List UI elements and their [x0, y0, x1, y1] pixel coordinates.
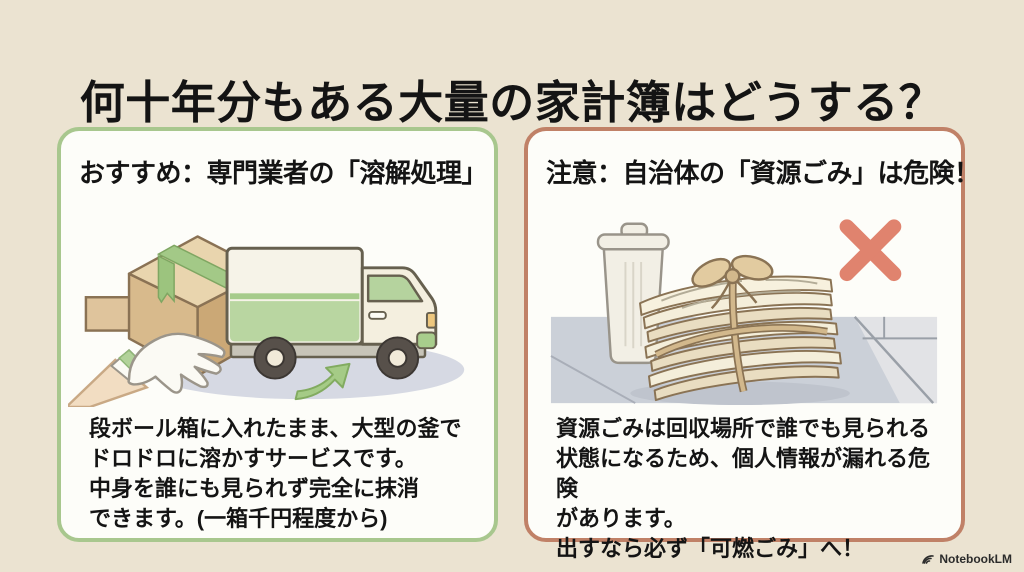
warning-illustration — [528, 211, 961, 407]
brand-label: NotebookLM — [939, 552, 1012, 566]
notebooklm-logo-icon — [922, 555, 935, 564]
page-title: 何十年分もある大量の家計簿はどうする？ — [79, 77, 945, 129]
arrow-icon — [294, 362, 351, 401]
paper-bundle-illustration — [549, 219, 937, 406]
body-line: 状態になるため、個人情報が漏れる危険 — [556, 446, 931, 501]
body-line: 資源ごみは回収場所で誰でも見られる — [556, 416, 931, 441]
gloved-hand-icon — [67, 332, 226, 407]
paper-bundle-icon — [638, 254, 842, 402]
body-line: できます。(一箱千円程度から) — [89, 506, 388, 531]
warning-card: 注意：自治体の「資源ごみ」は危険！ — [524, 127, 980, 561]
packing-tape-tail — [157, 254, 175, 304]
twine-straps — [653, 279, 828, 393]
twine-bow — [690, 254, 773, 310]
recommend-card-body: 段ボール箱に入れたまま、大型の釜で ドロドロに溶かすサービスです。 中身を誰にも… — [89, 414, 482, 534]
recommend-card-header: おすすめ：専門業者の「溶解処理」 — [79, 158, 488, 188]
warning-card-header: 注意：自治体の「資源ごみ」は危険！ — [546, 158, 980, 188]
delivery-truck-icon — [225, 246, 437, 380]
notebooklm-watermark: NotebookLM — [921, 552, 1012, 566]
body-line: 中身を誰にも見られず完全に抹消 — [89, 476, 420, 501]
body-line: ドロドロに溶かすサービスです。 — [89, 446, 417, 471]
body-line: 段ボール箱に入れたまま、大型の釜で — [89, 416, 462, 441]
recommend-illustration — [61, 211, 494, 407]
body-line: 出すなら必ず「可燃ごみ」へ！ — [556, 536, 865, 561]
recommend-card: おすすめ：専門業者の「溶解処理」 — [57, 127, 498, 542]
body-line: があります。 — [556, 506, 686, 531]
x-mark-icon — [839, 219, 901, 282]
box-to-truck-illustration — [67, 235, 464, 407]
warning-card-body: 資源ごみは回収場所で誰でも見られる 状態になるため、個人情報が漏れる危険 があり… — [556, 414, 949, 564]
